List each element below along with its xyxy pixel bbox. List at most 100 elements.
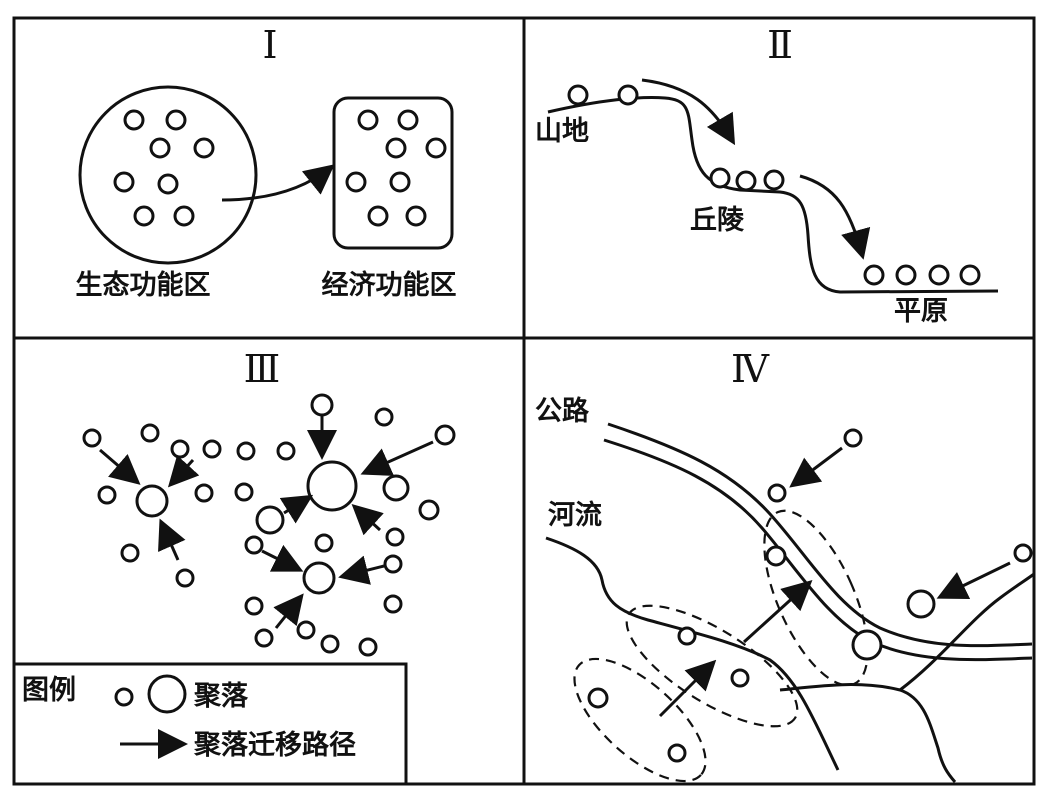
label-hills: 丘陵 [690, 205, 745, 236]
migration-arrow [789, 446, 843, 488]
legend-small-settlement-icon [114, 687, 134, 707]
label-ecological-zone: 生态功能区 [76, 269, 211, 301]
legend-large-settlement-icon [147, 674, 187, 714]
settlement-dot [123, 109, 145, 131]
panel-1-numeral: Ⅰ [262, 23, 277, 67]
settlement-dot [959, 264, 981, 286]
settlement-large [306, 460, 358, 512]
road-line-upper [607, 422, 1033, 648]
settlement-dot [928, 264, 950, 286]
settlement-dot [255, 505, 285, 535]
settlement-dot [358, 637, 378, 657]
settlement-dot [296, 620, 316, 640]
settlement-dot [310, 393, 334, 417]
migration-arrow [360, 440, 434, 476]
settlement-dot [667, 743, 687, 763]
migration-arrow [658, 659, 717, 718]
migration-arrow [99, 448, 141, 485]
settlement-dot [133, 205, 155, 227]
settlement-dot [895, 264, 917, 286]
settlement-dot [165, 109, 187, 131]
settlement-dot [385, 137, 407, 159]
settlement-dot [374, 407, 394, 427]
zone-ellipse-outer [573, 657, 707, 783]
legend-title: 图例 [22, 675, 76, 706]
settlement-large [135, 484, 169, 518]
migration-arrow [261, 544, 304, 572]
settlement-dot [434, 424, 456, 446]
settlement-dot [385, 527, 405, 547]
settlement-dot [193, 137, 215, 159]
migration-arrow [742, 579, 813, 644]
label-river: 河流 [548, 500, 602, 531]
label-plain: 平原 [894, 296, 948, 327]
settlement-dot [863, 264, 885, 286]
settlement-dot [170, 439, 190, 459]
legend-settlement-label: 聚落 [193, 681, 249, 712]
migration-arrow [279, 494, 314, 524]
settlement-dot [677, 626, 697, 646]
settlement-dot [97, 485, 117, 505]
ecological-settlements [113, 109, 215, 227]
ecological-zone-circle [78, 85, 258, 265]
settlement-dot [587, 687, 609, 709]
migration-arrow [167, 455, 200, 488]
economic-settlements [345, 109, 447, 227]
settlement-dot [244, 535, 264, 555]
settlement-dot [397, 109, 419, 131]
settlement-dot [244, 596, 264, 616]
settlement-dot [157, 173, 179, 195]
migration-arrow [221, 164, 335, 202]
settlement-dot [357, 109, 379, 131]
settlement-dot [425, 137, 447, 159]
settlement-dot [763, 169, 785, 191]
settlement-dot [320, 634, 340, 654]
settlement-dot [254, 628, 274, 648]
label-economic-zone: 经济功能区 [322, 269, 457, 301]
settlement-dot [1013, 543, 1033, 563]
migration-arrow [351, 503, 384, 536]
label-road: 公路 [535, 395, 590, 427]
settlement-dot [405, 205, 427, 227]
migration-arrow [158, 518, 186, 561]
settlement-dot [82, 428, 102, 448]
settlement-dot [345, 171, 367, 193]
settlement-dot [843, 428, 863, 448]
terrain-profile-line [547, 96, 999, 294]
migration-arrow [273, 593, 304, 629]
zone-ellipse-river [625, 604, 799, 728]
river-main [545, 536, 840, 771]
settlement-dot [120, 543, 140, 563]
settlement-dot [389, 171, 411, 193]
settlement-dot [735, 170, 757, 192]
settlement-dot [149, 137, 171, 159]
settlement-dot [383, 594, 403, 614]
legend: 图例 聚落 聚落迁移路径 [12, 662, 408, 786]
settlement-dot [418, 499, 440, 521]
settlement-dot [175, 568, 195, 588]
migration-arrow [936, 561, 1011, 600]
zone-ellipse-road [763, 509, 869, 687]
settlement-dot [851, 629, 883, 661]
legend-box [12, 662, 408, 786]
panel-2: Ⅱ 山地 丘陵 平原 [535, 23, 999, 327]
settlement-dot [709, 167, 731, 189]
settlement-dot [767, 483, 787, 503]
settlement-dot [113, 171, 135, 193]
settlement-dot [140, 423, 160, 443]
settlement-dot [173, 205, 195, 227]
settlement-dot [382, 474, 410, 502]
settlement-dot [194, 483, 214, 503]
migration-arrow [641, 78, 736, 146]
settlement-dot [730, 668, 750, 688]
settlement-dot [236, 441, 256, 461]
label-mountain: 山地 [535, 116, 589, 147]
panel-4: Ⅳ 公路 河流 [535, 347, 1035, 783]
settlement-dot [765, 545, 787, 567]
settlement-dot [234, 482, 254, 502]
settlement-dot [567, 84, 589, 106]
migration-arrow [338, 555, 385, 585]
settlement-dot [617, 84, 639, 106]
